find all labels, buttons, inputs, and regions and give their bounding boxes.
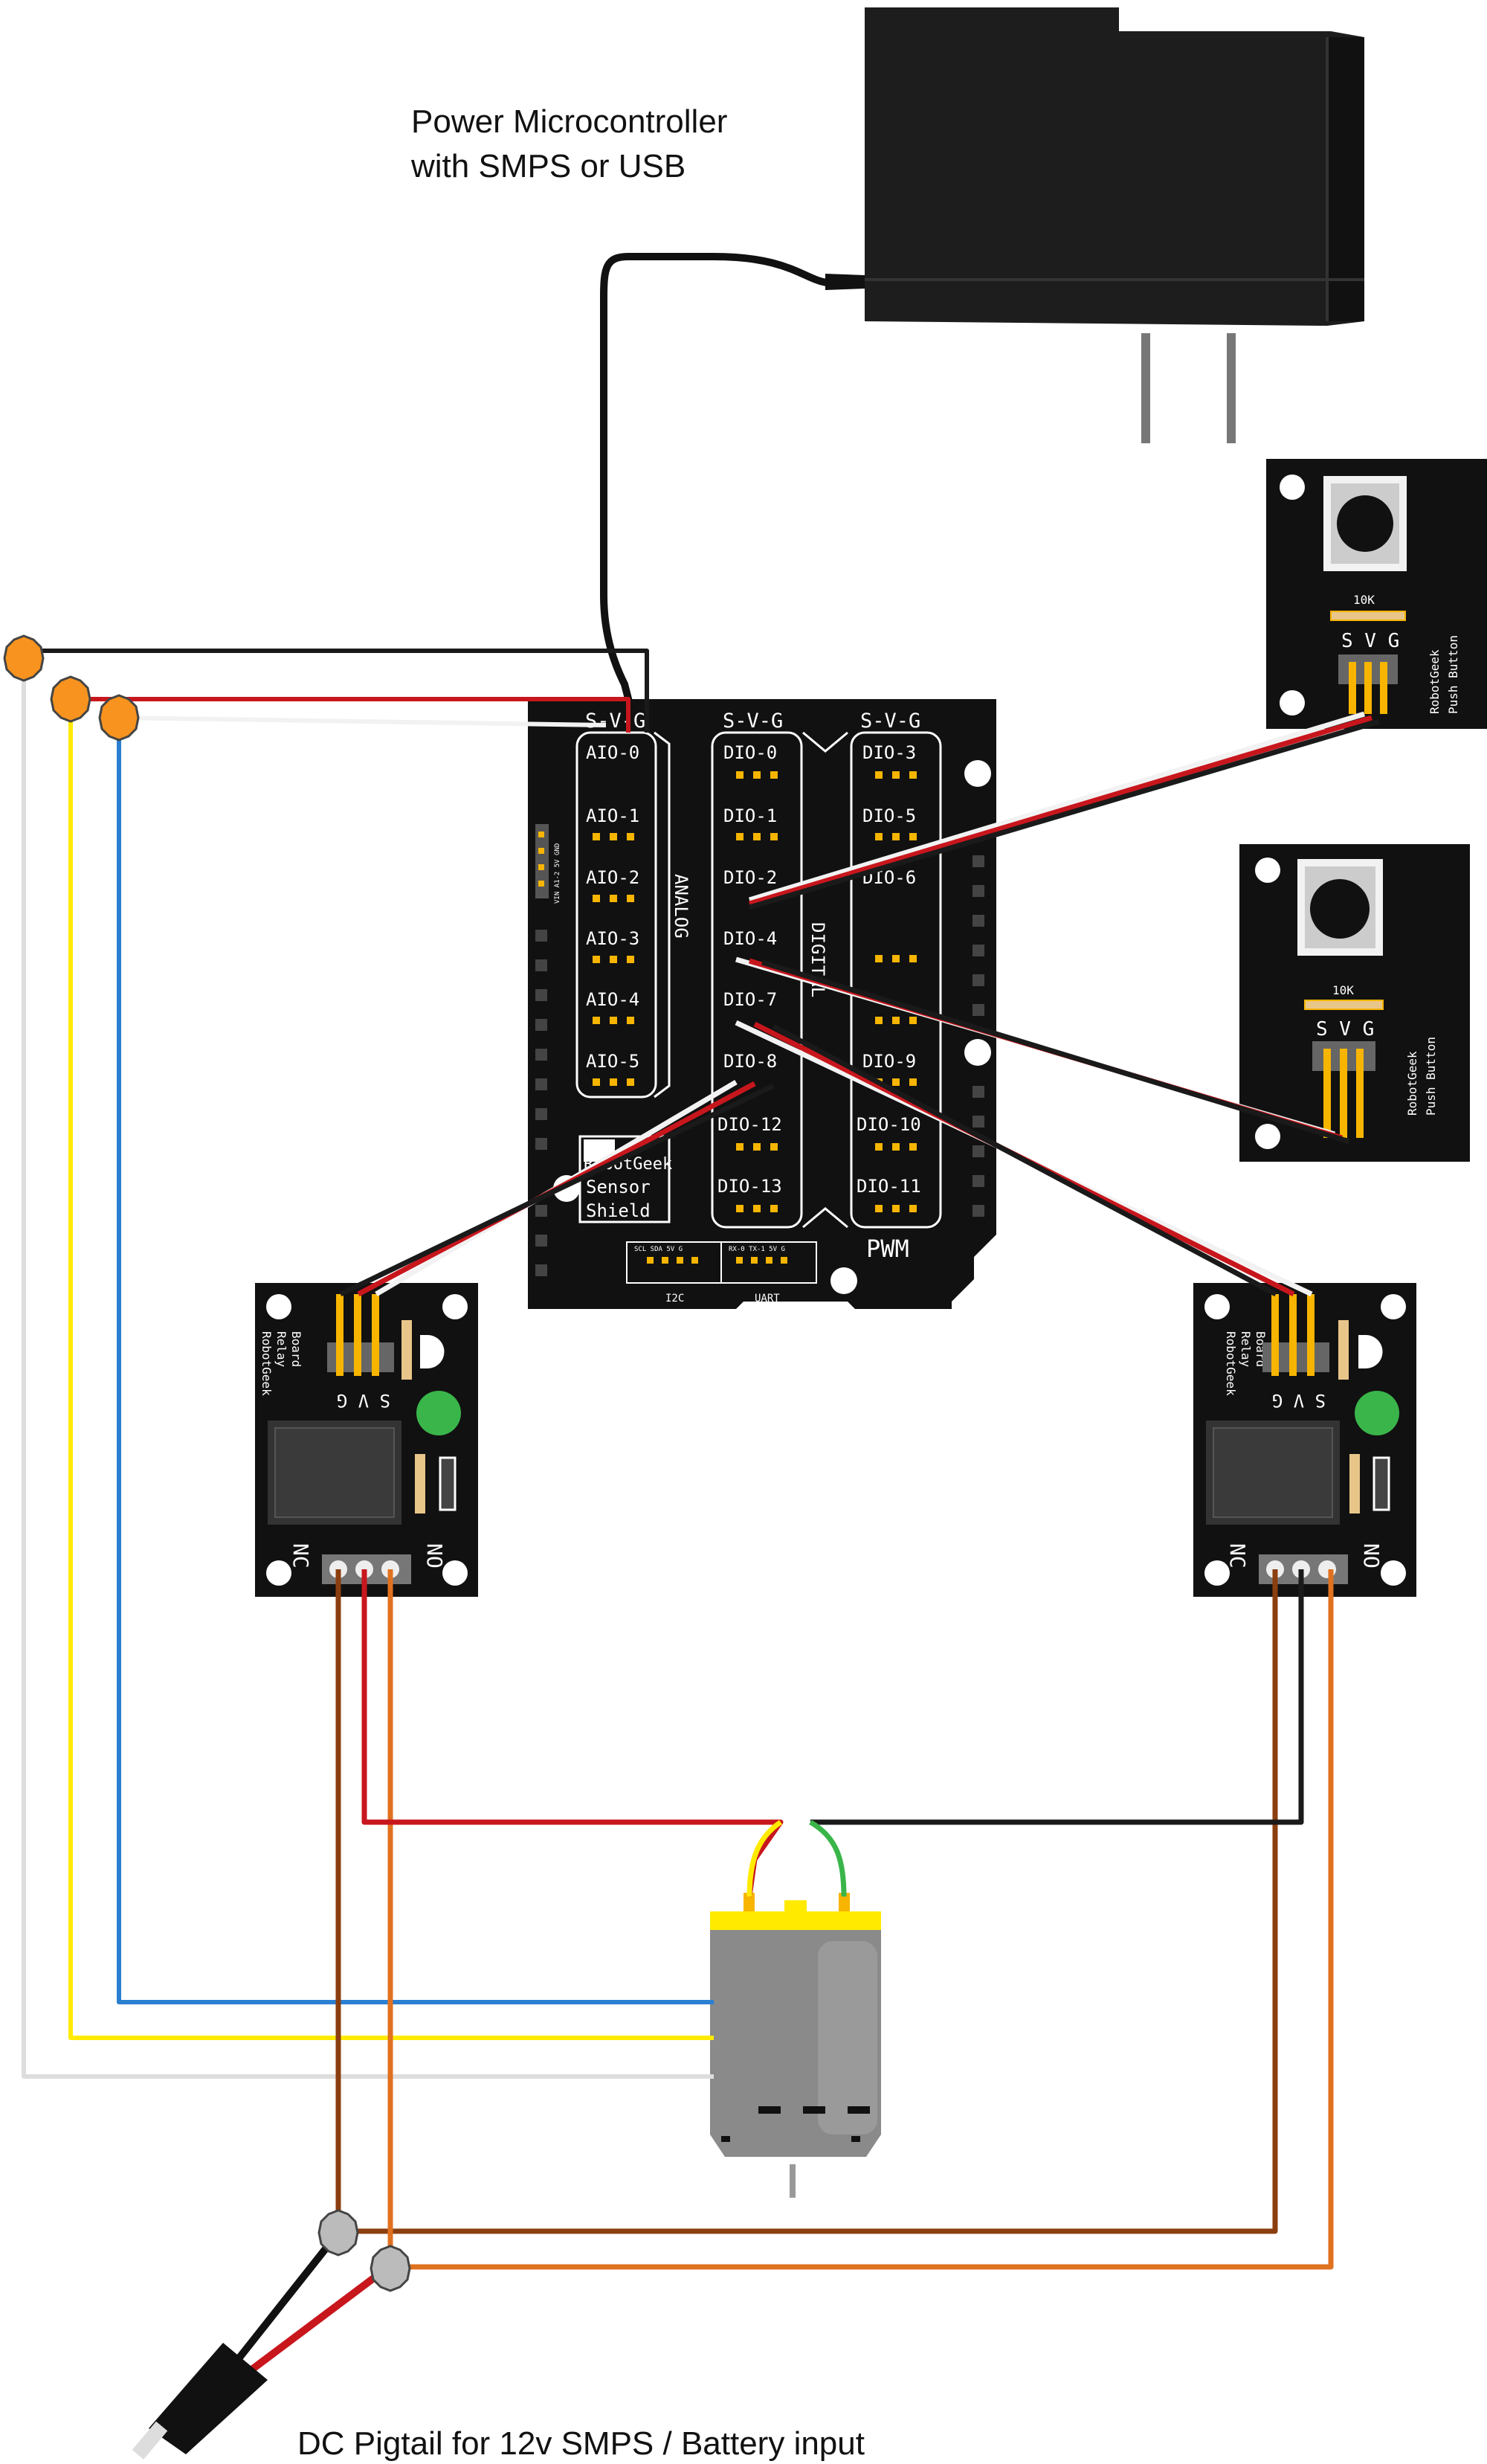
board-label: Board bbox=[289, 1331, 303, 1367]
digital-pin-label: DIO-5 bbox=[862, 805, 916, 826]
digital-pin-label: DIO-3 bbox=[862, 742, 916, 763]
relay-board-2: RobotGeek Relay Board S V G NC NO bbox=[1193, 1283, 1416, 1597]
push-button-2[interactable] bbox=[1310, 879, 1370, 939]
push-button-board-2: 10K S V G RobotGeek Push Button bbox=[1239, 844, 1470, 1162]
push-button-board-1: 10K S V G RobotGeek Push Button bbox=[1266, 459, 1487, 729]
wire-endpoints bbox=[3, 634, 411, 2292]
wires bbox=[22, 649, 1380, 2270]
push-button-1[interactable] bbox=[1337, 495, 1393, 552]
analog-pin-label: AIO-4 bbox=[586, 989, 639, 1010]
pin-labels: S V G bbox=[1316, 1018, 1374, 1040]
digital-pin-label: DIO-9 bbox=[862, 1051, 916, 1072]
analog-label: ANALOG bbox=[671, 874, 691, 939]
pin-labels: S V G bbox=[1341, 630, 1399, 652]
shield-logo-line-3: Shield bbox=[586, 1200, 651, 1221]
nc-label: NC bbox=[1225, 1543, 1250, 1569]
board-label: RobotGeek bbox=[1405, 1051, 1419, 1116]
vin-label: VIN A1-2 5V GND bbox=[554, 843, 561, 904]
board-label: Push Button bbox=[1424, 1037, 1438, 1116]
pwm-label: PWM bbox=[866, 1235, 909, 1263]
analog-pin-label: AIO-0 bbox=[586, 742, 639, 763]
dc-pigtail bbox=[132, 2230, 389, 2460]
board-label: RobotGeek bbox=[1428, 649, 1442, 714]
no-label: NO bbox=[1359, 1543, 1384, 1569]
analog-pin-label: AIO-3 bbox=[586, 928, 639, 949]
power-adapter bbox=[600, 7, 1364, 738]
digital-pin-label: DIO-7 bbox=[723, 989, 777, 1010]
analog-pin-label: AIO-1 bbox=[586, 805, 639, 826]
pin-labels: S V G bbox=[337, 1390, 390, 1411]
digital-pin-label: DIO-1 bbox=[723, 805, 777, 826]
board-label: RobotGeek bbox=[1224, 1331, 1238, 1396]
i2c-label: I2C bbox=[665, 1293, 684, 1305]
dc-motor bbox=[710, 1893, 881, 2198]
analog-pin-column: AIO-0 AIO-1 AIO-2 AIO-3 AIO-4 AIO-5 bbox=[586, 742, 639, 1072]
digital-pin-label: DIO-8 bbox=[723, 1051, 777, 1072]
no-label: NO bbox=[422, 1543, 447, 1569]
digital-header-2: S-V-G bbox=[860, 710, 920, 733]
uart-pin-labels: RX-0 TX-1 5V G bbox=[729, 1246, 785, 1253]
status-led bbox=[1355, 1391, 1399, 1435]
board-label: RobotGeek bbox=[259, 1331, 274, 1396]
power-label-line-2: with SMPS or USB bbox=[410, 148, 686, 184]
status-led bbox=[416, 1391, 461, 1435]
analog-pin-label: AIO-2 bbox=[586, 867, 639, 888]
shield-logo-line-2: Sensor bbox=[586, 1177, 651, 1197]
i2c-pin-labels: SCL SDA 5V G bbox=[634, 1246, 683, 1253]
board-label: Relay bbox=[274, 1331, 288, 1368]
digital-pin-label: DIO-10 bbox=[857, 1114, 921, 1135]
pin-labels: S V G bbox=[1272, 1390, 1326, 1411]
digital-pin-label: DIO-13 bbox=[717, 1176, 782, 1197]
dc-pigtail-label: DC Pigtail for 12v SMPS / Battery input bbox=[297, 2425, 865, 2462]
digital-header-1: S-V-G bbox=[723, 710, 783, 733]
relay-board-1: RobotGeek Relay Board S V G NC NO bbox=[255, 1283, 478, 1597]
board-label: Push Button bbox=[1446, 635, 1460, 714]
power-label-line-1: Power Microcontroller bbox=[411, 103, 727, 140]
resistor-label: 10K bbox=[1332, 983, 1354, 997]
digital-pin-label: DIO-0 bbox=[723, 742, 777, 763]
digital-pin-label: DIO-12 bbox=[717, 1114, 782, 1135]
digital-pin-label: DIO-2 bbox=[723, 867, 777, 888]
uart-label: UART bbox=[755, 1293, 780, 1305]
board-label: Relay bbox=[1239, 1331, 1253, 1368]
analog-header: S-V-G bbox=[585, 710, 645, 733]
analog-pin-label: AIO-5 bbox=[586, 1051, 639, 1072]
sensor-shield: VIN A1-2 5V GND S-V-G S-V-G bbox=[528, 699, 996, 1309]
resistor-label: 10K bbox=[1353, 593, 1375, 607]
nc-label: NC bbox=[288, 1543, 313, 1569]
digital-pin-label: DIO-11 bbox=[857, 1176, 921, 1197]
digital-pin-label: DIO-4 bbox=[723, 928, 777, 949]
